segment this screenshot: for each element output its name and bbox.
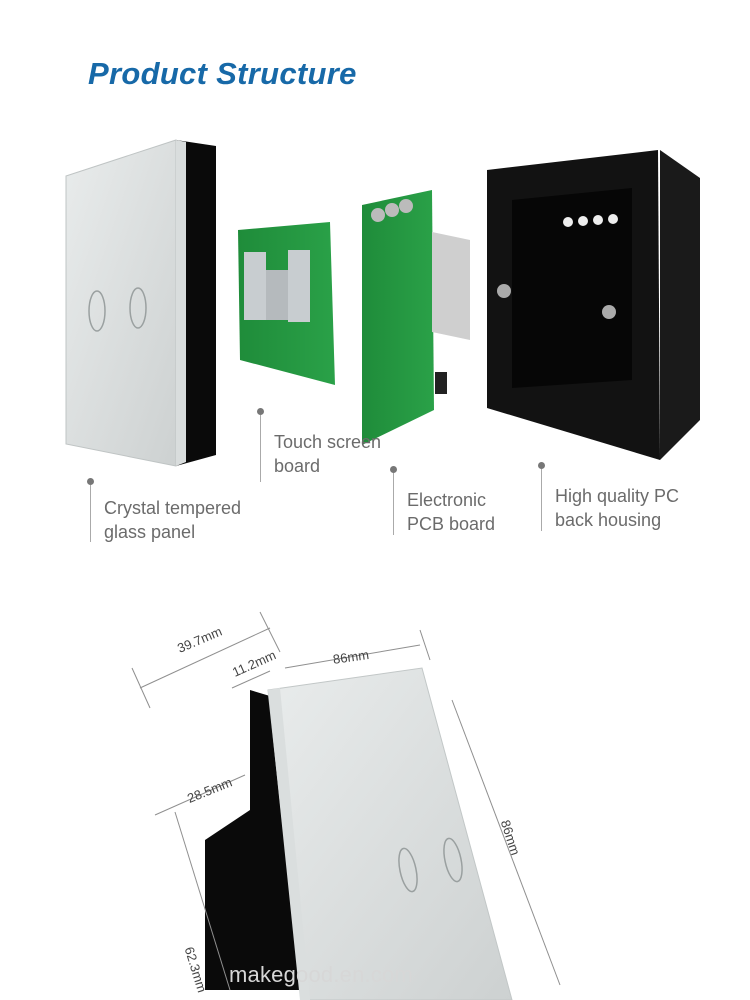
label-pcb-line2: PCB board	[407, 514, 496, 534]
label-glass-panel: Crystal tempered glass panel	[104, 496, 241, 544]
callout-dot-pcb	[390, 466, 397, 473]
label-pcb-line1: Electronic	[407, 490, 487, 510]
label-glass-line1: Crystal tempered	[104, 498, 242, 518]
callout-dot-glass	[87, 478, 94, 485]
dimension-lines	[131, 611, 561, 991]
label-housing-line1: High quality PC	[555, 486, 680, 506]
callout-line-pcb	[393, 473, 394, 535]
callout-line-glass	[90, 485, 91, 542]
pcb-board-image	[362, 190, 470, 445]
label-touch-line2: board	[274, 456, 321, 476]
callout-line-touch	[260, 415, 261, 482]
callout-line-housing	[541, 469, 542, 531]
label-back-housing: High quality PC back housing	[555, 484, 679, 532]
callout-dot-housing	[538, 462, 545, 469]
callout-dot-touch	[257, 408, 264, 415]
label-touch-line1: Touch screen	[274, 432, 382, 452]
label-housing-line2: back housing	[555, 510, 662, 530]
label-touch-board: Touch screen board	[274, 430, 381, 478]
assembled-switch-image	[205, 667, 513, 1000]
label-glass-line2: glass panel	[104, 522, 196, 542]
watermark: makegood.en.com	[229, 962, 413, 987]
label-pcb-board: Electronic PCB board	[407, 488, 495, 536]
touch-board-image	[238, 222, 335, 385]
back-housing-image	[487, 150, 700, 460]
section-title: Product Structure	[88, 56, 357, 91]
glass-panel-image	[65, 139, 216, 467]
